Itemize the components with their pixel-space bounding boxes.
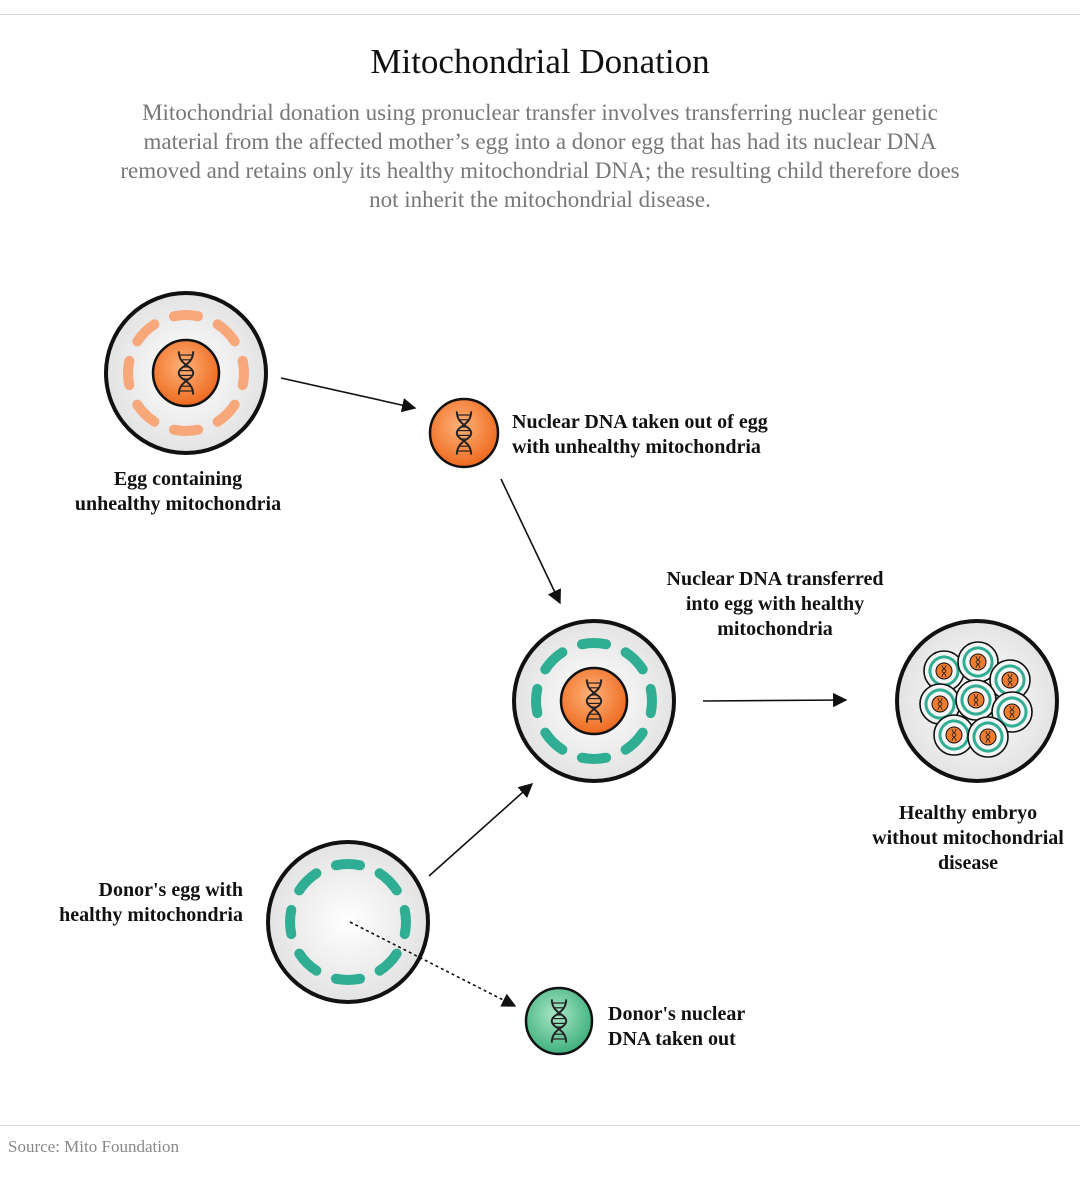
embryo-cell <box>957 641 999 683</box>
mitochondrion-icon <box>620 727 648 755</box>
mitochondrion-icon <box>531 683 543 719</box>
page-title: Mitochondrial Donation <box>370 42 710 81</box>
mitochondrion-icon <box>294 948 322 976</box>
label-healthy-embryo: Healthy embryo without mitochondrial dis… <box>856 801 1080 876</box>
label-line: unhealthy mitochondria <box>74 493 282 515</box>
healthy-mitochondria-ring <box>531 638 657 764</box>
embryo-cell <box>955 679 997 721</box>
label-donor-nuclear: Donor's nuclear DNA taken out <box>608 1002 828 1052</box>
healthy-embryo-icon <box>895 619 1059 783</box>
embryo-cell <box>919 683 961 725</box>
label-line: Donor's nuclear <box>608 1003 746 1025</box>
mitochondrion-icon <box>374 868 402 896</box>
mitochondrion-icon <box>212 319 240 347</box>
healthy-mitochondria-ring <box>285 859 411 985</box>
mitochondrion-icon <box>374 948 402 976</box>
unhealthy-mitochondria-ring <box>123 310 249 436</box>
mitochondrion-icon <box>620 647 648 675</box>
label-nuclear-removed: Nuclear DNA taken out of egg with unheal… <box>512 410 832 460</box>
mitochondrion-icon <box>540 727 568 755</box>
mitochondrion-icon <box>237 355 249 391</box>
mitochondrion-icon <box>576 752 612 764</box>
label-line: healthy mitochondria <box>59 904 243 926</box>
label-line: mitochondria <box>717 618 833 640</box>
label-donor-egg: Donor's egg with healthy mitochondria <box>20 878 243 928</box>
label-line: without mitochondrial <box>872 827 1064 849</box>
mitochondrion-icon <box>168 424 204 436</box>
mitochondrion-icon <box>330 859 366 871</box>
egg-unhealthy-icon <box>104 291 268 455</box>
mitochondrion-icon <box>123 355 135 391</box>
embryo-cell <box>967 716 1009 758</box>
arrow-icon <box>702 692 848 708</box>
mitochondrion-icon <box>540 647 568 675</box>
label-line: Egg containing <box>113 468 243 490</box>
mitochondrion-icon <box>285 904 297 940</box>
mitochondrion-icon <box>576 638 612 650</box>
mitochondrion-icon <box>168 310 204 322</box>
mitochondrion-icon <box>645 683 657 719</box>
top-rule <box>0 14 1080 15</box>
mitochondrion-icon <box>132 319 160 347</box>
source-note: Source: Mito Foundation <box>8 1137 179 1156</box>
label-line: into egg with healthy <box>685 593 865 615</box>
mitochondrion-icon <box>330 973 366 985</box>
arrow-icon <box>280 377 417 413</box>
arrow-icon <box>500 478 561 605</box>
dashed-arrow-icon <box>349 921 517 1007</box>
nucleus-orange <box>559 666 629 736</box>
embryo-cells <box>919 641 1033 758</box>
label-nuclear-transferred: Nuclear DNA transferred into egg with he… <box>640 567 910 642</box>
label-line: with unhealthy mitochondria <box>512 436 761 458</box>
label-line: Nuclear DNA taken out of egg <box>512 411 768 433</box>
donor-egg-icon <box>266 840 430 1004</box>
label-line: Donor's egg with <box>98 879 243 901</box>
nuclear-dna-removed-icon <box>428 397 500 469</box>
mitochondrion-icon <box>132 399 160 427</box>
mitochondrion-icon <box>399 904 411 940</box>
arrow-icon <box>428 783 534 877</box>
mitochondrion-icon <box>212 399 240 427</box>
bottom-rule <box>0 1125 1080 1126</box>
mitochondrion-icon <box>294 868 322 896</box>
donor-nuclear-dna-icon <box>524 986 594 1056</box>
embryo-cell <box>989 659 1031 701</box>
egg-reconstructed-icon <box>512 619 676 783</box>
page-subtitle: Mitochondrial donation using pronuclear … <box>120 100 960 212</box>
label-line: disease <box>938 852 998 874</box>
label-line: Nuclear DNA transferred <box>666 568 884 590</box>
nucleus-orange <box>151 338 221 408</box>
label-line: Healthy embryo <box>898 802 1038 824</box>
embryo-cell <box>923 650 965 692</box>
label-line: DNA taken out <box>608 1028 736 1050</box>
label-egg-unhealthy: Egg containing unhealthy mitochondria <box>40 467 316 517</box>
